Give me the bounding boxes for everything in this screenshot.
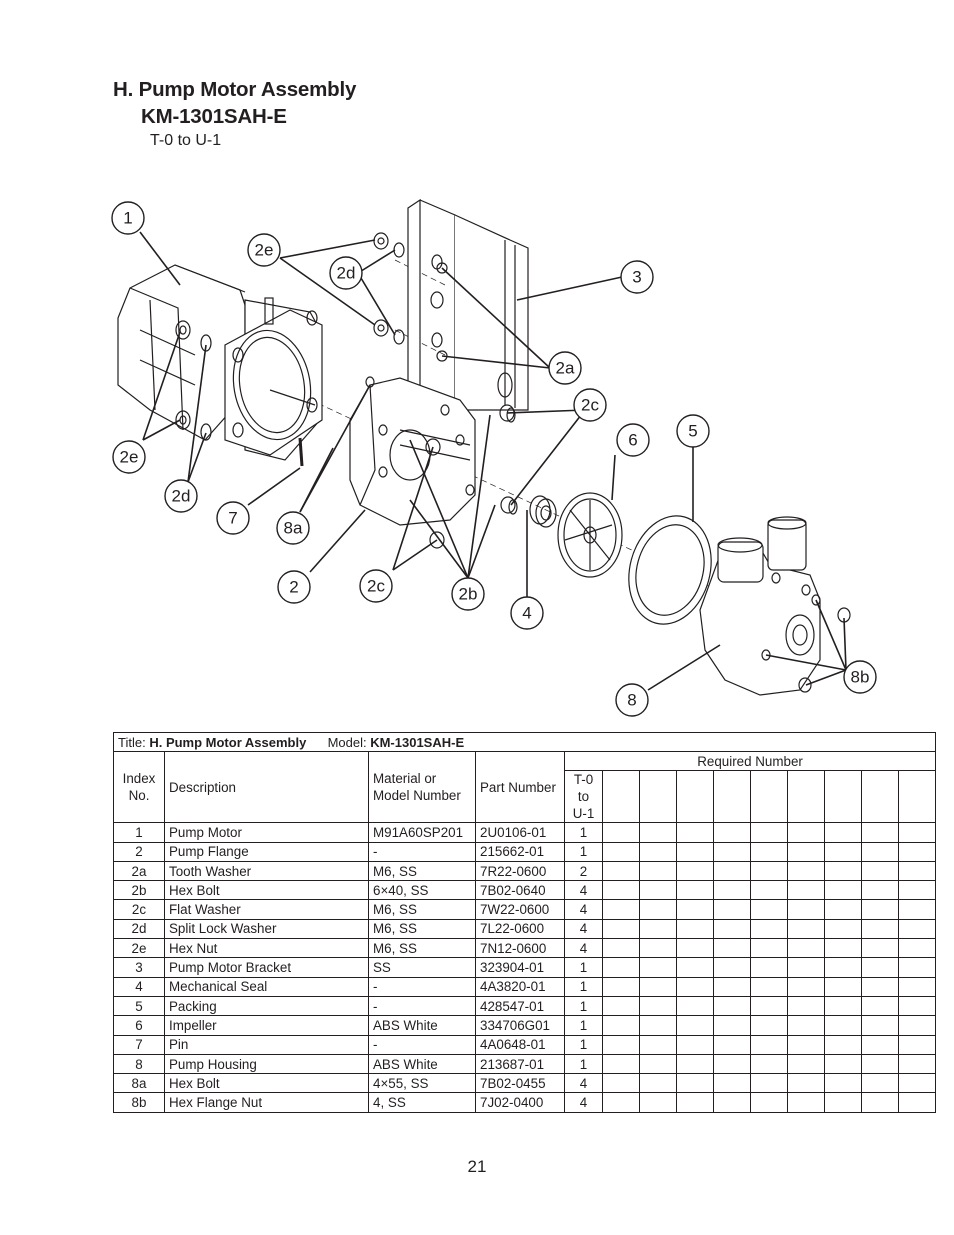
callout-circles	[111, 201, 877, 717]
header-required-number: Required Number	[563, 750, 937, 772]
pump-flange-drawing	[349, 376, 476, 526]
pump-motor-drawing	[117, 264, 323, 461]
callout-2a: 2a	[556, 359, 575, 378]
model-value: KM-1301SAH-E	[370, 734, 465, 750]
callout-1: 1	[123, 209, 132, 228]
callout-5: 5	[688, 422, 697, 441]
section-title: H. Pump Motor Assembly	[113, 78, 357, 101]
callout-2c-right: 2c	[581, 396, 599, 415]
callout-2d-top: 2d	[337, 264, 356, 283]
pump-housing-drawing	[699, 516, 851, 696]
mechanical-seal-drawing	[529, 495, 557, 528]
callout-2b: 2b	[459, 585, 478, 604]
impeller-drawing	[557, 492, 623, 578]
title-value: H. Pump Motor Assembly	[149, 734, 307, 750]
model-label: Model:	[327, 734, 367, 750]
callout-2e-top: 2e	[255, 241, 274, 260]
callout-8b: 8b	[851, 668, 870, 687]
callout-8a: 8a	[284, 519, 303, 538]
table-title-row: Title: H. Pump Motor Assembly Model: KM-…	[112, 732, 937, 752]
callout-8: 8	[627, 691, 636, 710]
callout-2e-left: 2e	[120, 448, 139, 467]
table-title-cell: Title: H. Pump Motor Assembly Model: KM-…	[112, 732, 937, 752]
page-number: 21	[467, 1157, 487, 1176]
callout-2d-left: 2d	[172, 487, 191, 506]
serial-range: T-0 to U-1	[150, 132, 222, 149]
model-title: KM-1301SAH-E	[141, 105, 287, 128]
header-part-number: Part Number	[475, 750, 565, 824]
callout-6: 6	[628, 431, 637, 450]
callout-2c-bottom: 2c	[367, 577, 385, 596]
header-description: Description	[164, 750, 369, 824]
title-label: Title:	[118, 734, 146, 750]
callout-4: 4	[522, 604, 531, 623]
motor-fasteners	[175, 320, 304, 467]
exploded-view-diagram: 1 2e 2d 3 2a 2c 6 5 2e 2d 7 8a 2 2c 2b 4…	[111, 198, 877, 717]
pump-motor-bracket-drawing	[373, 198, 529, 411]
callout-2: 2	[289, 578, 298, 597]
callout-7: 7	[228, 509, 237, 528]
packing-drawing	[628, 515, 712, 625]
leader-lines	[139, 231, 847, 691]
parts-table: Title: H. Pump Motor Assembly Model: KM-…	[112, 732, 937, 1113]
callout-3: 3	[632, 268, 641, 287]
